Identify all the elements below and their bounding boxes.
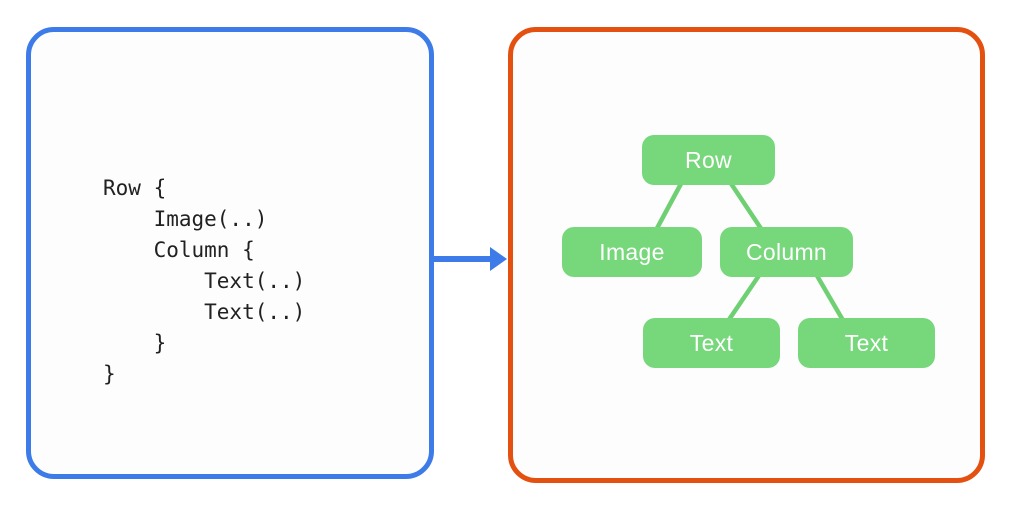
code-panel: Row { Image(..) Column { Text(..) Text(.…: [26, 27, 434, 479]
tree-node-image: Image: [562, 227, 702, 277]
tree-node-text1: Text: [643, 318, 780, 368]
tree-node-column-label: Column: [745, 238, 828, 265]
connector-column-text2: [814, 272, 846, 324]
tree-panel: Row Image Column Text Text: [508, 27, 985, 483]
tree-node-row: Row: [642, 135, 775, 185]
tree-node-row-label: Row: [685, 146, 732, 173]
arrow-shaft: [433, 256, 492, 262]
connector-column-text1: [724, 272, 762, 326]
connector-row-column: [728, 180, 764, 232]
code-snippet: Row { Image(..) Column { Text(..) Text(.…: [103, 176, 306, 386]
tree-node-text2: Text: [798, 318, 935, 368]
tree-node-text1-label: Text: [689, 329, 734, 356]
right-arrow-icon: [433, 247, 507, 271]
arrow-head-icon: [490, 247, 507, 271]
tree-node-column: Column: [720, 227, 853, 277]
tree-connectors: [653, 178, 846, 326]
tree-node-image-label: Image: [599, 238, 665, 265]
tree-node-text2-label: Text: [844, 329, 889, 356]
connector-row-image: [653, 178, 685, 234]
